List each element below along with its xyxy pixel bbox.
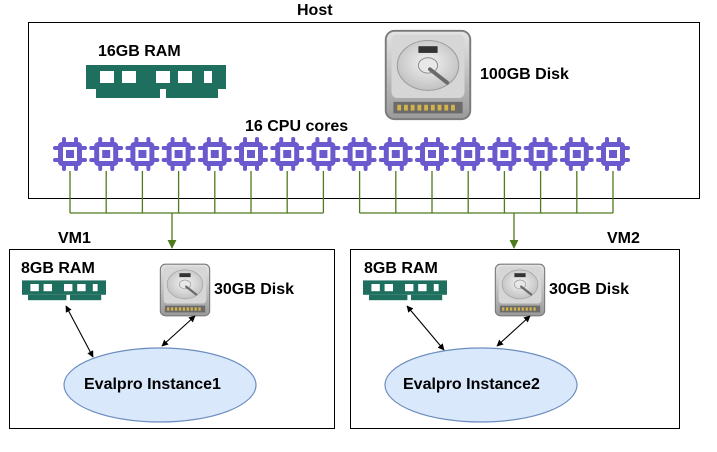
vm2-title: VM2 xyxy=(607,230,640,247)
vm2-disk-label: 30GB Disk xyxy=(549,281,630,298)
vm2-instance-ellipse xyxy=(384,347,578,423)
cpu-core-icon xyxy=(53,137,87,171)
cpu-core-icon xyxy=(342,137,377,171)
cpu-core-icon xyxy=(559,137,594,171)
vm2-ram-icon xyxy=(363,280,447,301)
cpu-core-icon xyxy=(415,137,449,171)
vm1-ram-label: 8GB RAM xyxy=(21,260,95,277)
cpu-core-icon xyxy=(197,137,232,171)
vm1-ram-instance-arrow xyxy=(65,305,94,358)
cpu-connector-lines xyxy=(69,171,614,249)
cpu-core-icon xyxy=(270,137,305,171)
cpu-core-icon xyxy=(306,137,341,171)
cpu-cores-row xyxy=(53,137,630,171)
vm1-title: VM1 xyxy=(58,230,91,247)
cpu-core-icon xyxy=(125,137,160,171)
host-ram-icon xyxy=(86,65,226,98)
cpu-core-icon xyxy=(234,137,268,171)
cpu-core-icon xyxy=(451,137,486,171)
cpu-core-icon xyxy=(89,137,124,171)
vm1-disk-instance-arrow xyxy=(161,315,196,347)
vm1-ram-icon xyxy=(22,280,106,301)
vm1-instance-label: Evalpro Instance1 xyxy=(84,376,221,393)
vm1-disk-icon xyxy=(159,263,211,317)
host-title: Host xyxy=(297,2,333,19)
cpu-core-icon xyxy=(487,137,522,171)
cpu-core-icon xyxy=(161,137,196,171)
host-ram-label: 16GB RAM xyxy=(98,43,181,60)
cpu-core-icon xyxy=(523,137,558,171)
cpu-cores-label: 16 CPU cores xyxy=(245,118,349,135)
vm2-ram-instance-arrow xyxy=(406,305,445,351)
cpu-core-icon xyxy=(596,137,630,171)
vm2-disk-instance-arrow xyxy=(496,315,531,347)
vm1-instance-ellipse xyxy=(63,347,257,423)
host-disk-label: 100GB Disk xyxy=(480,66,569,83)
vm2-disk-icon xyxy=(494,263,546,317)
cpu-core-icon xyxy=(378,137,413,171)
vm2-instance-label: Evalpro Instance2 xyxy=(403,376,540,393)
vm1-disk-label: 30GB Disk xyxy=(214,281,295,298)
host-disk-icon xyxy=(383,28,473,122)
vm2-ram-label: 8GB RAM xyxy=(364,260,438,277)
